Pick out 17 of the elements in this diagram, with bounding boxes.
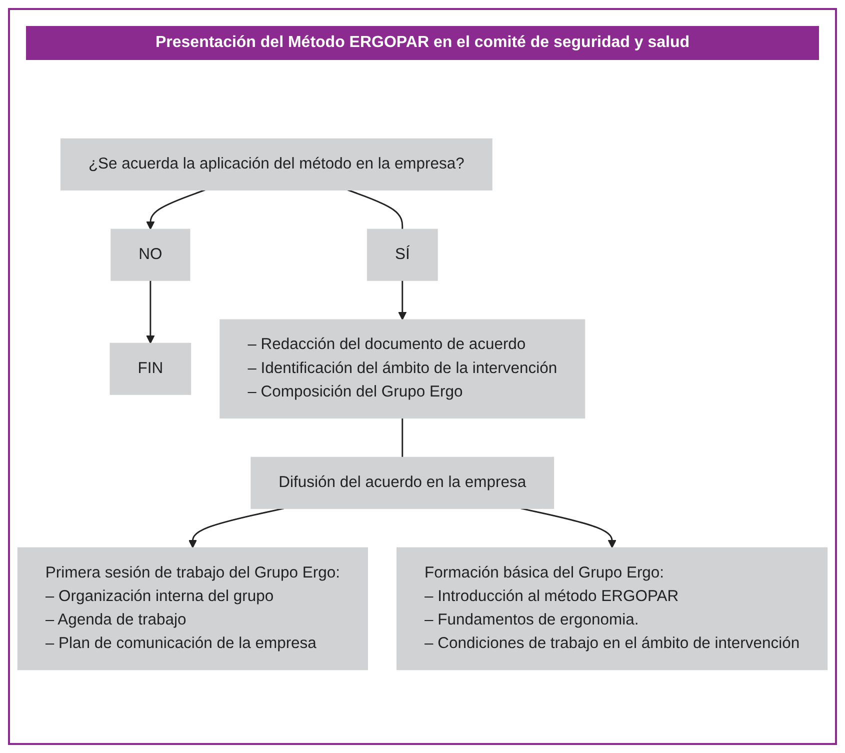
node-box: [60, 138, 492, 191]
node-box: [250, 457, 554, 510]
node-box: [17, 548, 368, 670]
connector: [402, 418, 404, 458]
node-box: [220, 319, 586, 419]
arrow: [146, 190, 206, 230]
node-box: [110, 343, 192, 396]
arrow: [146, 280, 155, 344]
node-box: [366, 229, 438, 282]
node-box: [110, 229, 190, 282]
arrow: [520, 508, 616, 548]
node-box: [396, 548, 828, 670]
connector: [347, 190, 404, 230]
title-bar: Presentación del Método ERGOPAR en el comité de seguridad y salud: [26, 26, 819, 60]
arrow: [398, 280, 407, 320]
diagram-frame: Presentación del Método ERGOPAR en el comité de seguridad y salud ¿Se acuerda la aplicación del método en la empresa? NO FIN SÍ – Redacción del documento de acuerdo – Identificación del ámbito de la intervención – Composición del Grupo Ergo Difusión del acuerdo en la empresa Primera sesión de trabajo del Grupo Ergo: – Organización interna del grupo – Agenda de trabajo – Plan de comunicación de la empresa Formación básica del Grupo Ergo: – Introducción al método ERGOPAR – Fundamentos de ergonomia. – Condiciones de trabajo en el ámbito de intervención: [8, 8, 837, 745]
arrow: [188, 508, 284, 548]
